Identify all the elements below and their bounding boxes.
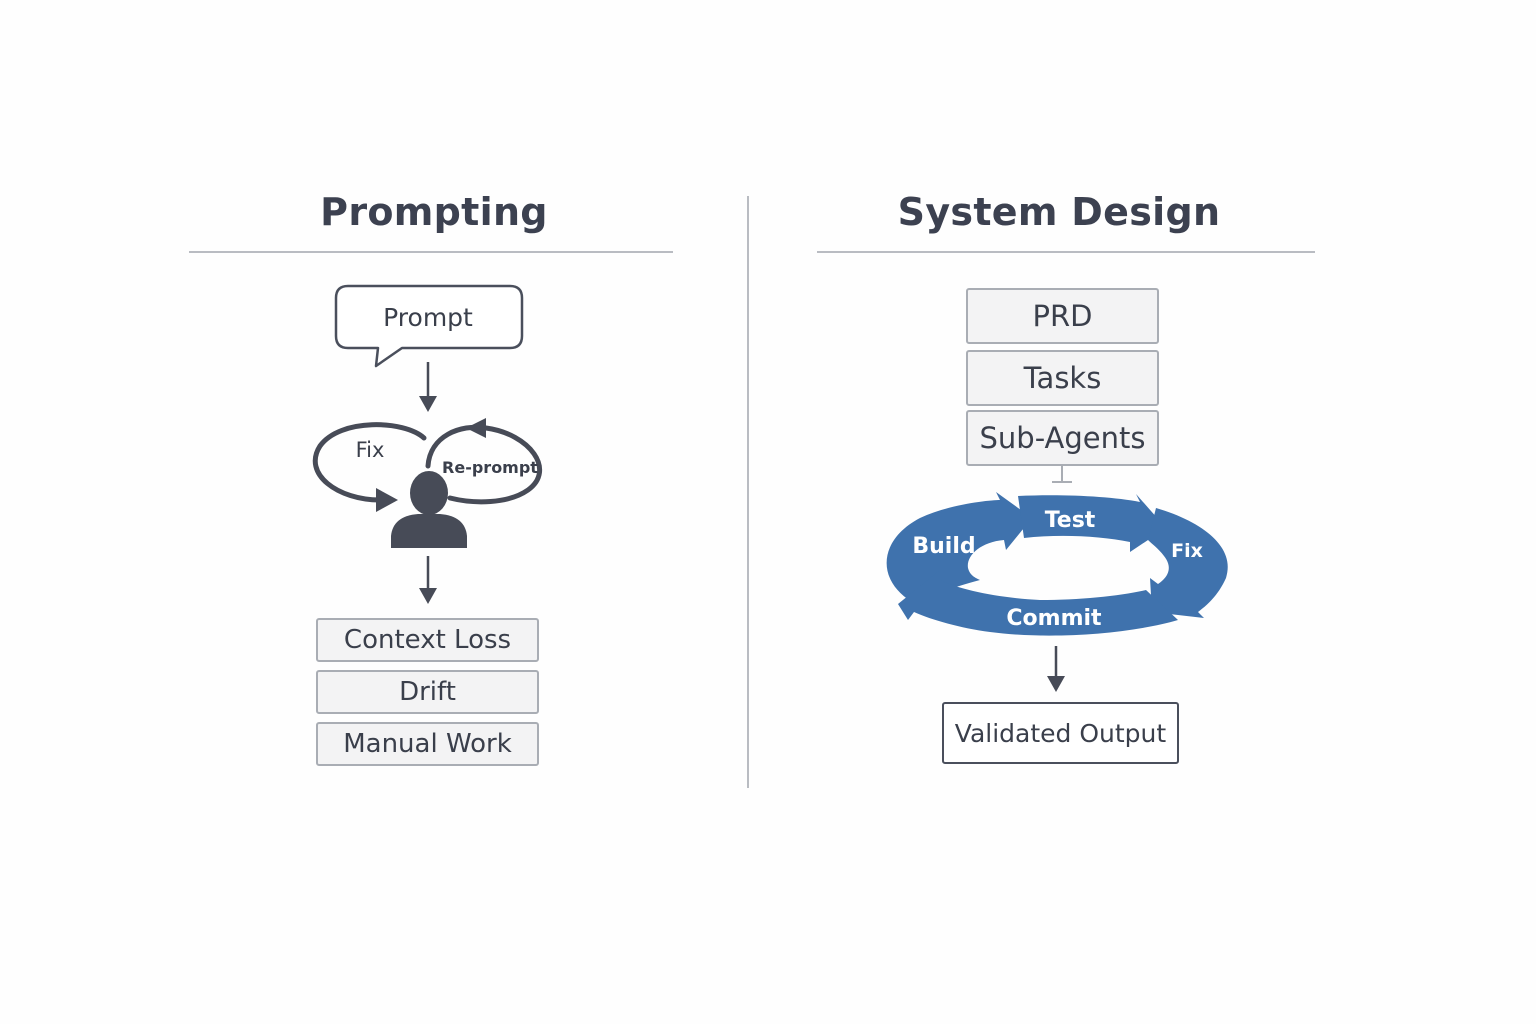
cycle-fix-segment	[1148, 508, 1228, 618]
fix-loop-icon	[312, 422, 427, 512]
cycle-commit-segment	[898, 570, 1178, 636]
cycle-test-label: Test	[1045, 508, 1096, 533]
speech-bubble-icon	[334, 284, 524, 368]
prompting-title-rule	[189, 251, 673, 253]
cycle-commit-label: Commit	[1006, 606, 1102, 631]
connector-icon	[1052, 466, 1072, 483]
arrow-down-icon	[419, 556, 437, 604]
stack-prd: PRD	[966, 288, 1159, 344]
cycle-arrows-icon	[886, 492, 1228, 636]
arrow-down-icon	[1047, 646, 1065, 692]
fix-loop-label: Fix	[356, 438, 385, 462]
system-design-title-rule	[817, 251, 1315, 253]
outcome-context-loss: Context Loss	[316, 618, 539, 662]
cycle-build-label: Build	[912, 534, 975, 559]
outcome-drift: Drift	[316, 670, 539, 714]
stack-tasks: Tasks	[966, 350, 1159, 406]
person-icon	[391, 471, 467, 548]
cycle-test-segment	[1018, 494, 1166, 552]
outcome-manual-work: Manual Work	[316, 722, 539, 766]
column-divider	[747, 196, 749, 788]
prompt-bubble-label: Prompt	[383, 303, 473, 332]
cycle-fix-label: Fix	[1171, 540, 1203, 562]
reprompt-loop-label: Re-prompt	[442, 458, 538, 477]
stack-sub-agents: Sub-Agents	[966, 410, 1159, 466]
reprompt-loop-icon	[425, 418, 542, 505]
prompting-title: Prompting	[320, 190, 548, 234]
cycle-build-segment	[886, 492, 1032, 602]
system-design-title: System Design	[897, 190, 1221, 234]
validated-output-box: Validated Output	[942, 702, 1179, 764]
arrow-down-icon	[419, 362, 437, 412]
